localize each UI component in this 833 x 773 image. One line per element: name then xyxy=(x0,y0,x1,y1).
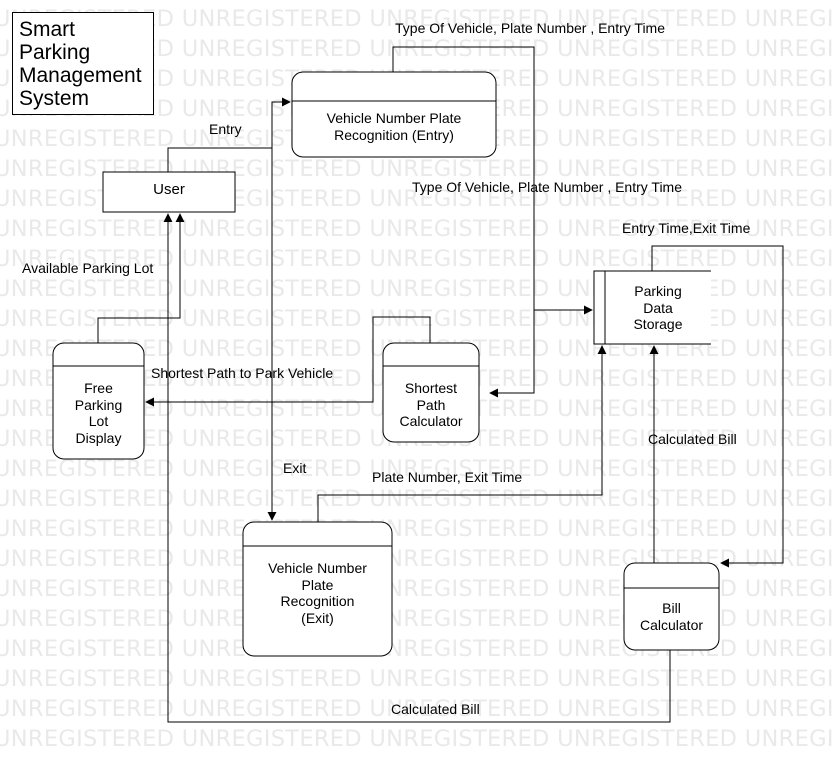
shortest-path-line: Shortest xyxy=(404,380,458,396)
vnpr-exit-label: Vehicle Number Plate Recognition (Exit) xyxy=(243,560,392,626)
data-storage-line: Storage xyxy=(633,316,683,332)
user-node xyxy=(102,171,236,213)
vnpr-entry-line: Recognition (Entry) xyxy=(334,126,454,143)
vnpr-exit-line: Recognition xyxy=(280,593,355,609)
flow-type-plate-entry xyxy=(392,46,535,398)
vnpr-entry-node xyxy=(291,71,497,158)
label-type-plate-entry-top: Type Of Vehicle, Plate Number , Entry Ti… xyxy=(395,20,665,36)
bill-calculator-line: Bill xyxy=(662,600,681,616)
free-display-line: Free xyxy=(84,380,113,396)
label-plate-exit-time: Plate Number, Exit Time xyxy=(372,469,523,485)
data-storage-line: Data xyxy=(643,299,673,316)
title-box: Smart Parking Management System xyxy=(12,12,154,115)
free-display-line: Display xyxy=(75,429,122,446)
free-display-line: Lot xyxy=(88,413,109,429)
label-entry-exit-time: Entry Time,Exit Time xyxy=(622,220,751,236)
shortest-path-calculator-node xyxy=(382,342,480,443)
label-exit: Exit xyxy=(283,460,307,476)
bill-calculator-line: Calculator xyxy=(639,616,704,633)
shortest-path-label: Shortest Path Calculator xyxy=(383,380,479,430)
vnpr-exit-line: (Exit) xyxy=(301,609,334,626)
flow-shortest-path xyxy=(145,316,431,407)
data-storage-node xyxy=(593,270,711,345)
shortest-path-line: Path xyxy=(416,396,446,413)
free-parking-display-label: Free Parking Lot Display xyxy=(53,380,144,446)
free-parking-display-node xyxy=(52,342,145,460)
bill-calculator-label: Bill Calculator xyxy=(624,600,719,633)
flow-calculated-bill-user xyxy=(163,213,671,723)
flow-available-parking-lot xyxy=(97,213,185,343)
bill-calculator-node xyxy=(623,562,720,651)
title-line: Smart xyxy=(19,18,76,41)
vnpr-exit-line: Vehicle Number xyxy=(268,560,367,576)
data-storage-label: Parking Data Storage xyxy=(605,283,711,333)
flow-entry-exit-time xyxy=(651,245,784,568)
label-entry: Entry xyxy=(209,121,242,137)
label-calculated-bill-bottom: Calculated Bill xyxy=(391,701,480,717)
flow-plate-exit-time xyxy=(317,345,607,522)
data-storage-line: Parking xyxy=(634,283,682,299)
title-line: System xyxy=(19,87,90,110)
label-type-plate-entry-mid: Type Of Vehicle, Plate Number , Entry Ti… xyxy=(412,179,682,195)
title-line: Management xyxy=(19,64,142,87)
title-text: Smart Parking Management System xyxy=(19,18,142,110)
vnpr-entry-label: Vehicle Number Plate Recognition (Entry) xyxy=(292,110,496,143)
label-shortest-path-to-park: Shortest Path to Park Vehicle xyxy=(151,365,334,381)
label-calculated-bill-right: Calculated Bill xyxy=(648,431,737,447)
title-line: Parking xyxy=(19,41,91,64)
shortest-path-line: Calculator xyxy=(399,413,463,429)
label-available-parking-lot: Available Parking Lot xyxy=(22,260,154,276)
user-label: User xyxy=(153,181,185,198)
vnpr-entry-line: Vehicle Number Plate xyxy=(326,110,462,126)
free-display-line: Parking xyxy=(74,396,123,413)
vnpr-exit-line: Plate xyxy=(301,576,334,593)
